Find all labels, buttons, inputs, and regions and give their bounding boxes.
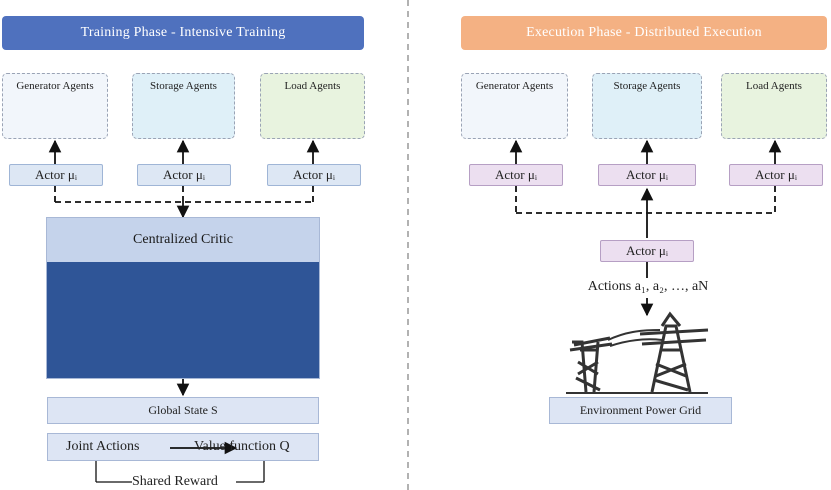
transmission-tower-icon — [566, 311, 709, 394]
shared-reward-label: Shared Reward — [132, 474, 218, 489]
load-actor: Actor μᵢ — [267, 164, 361, 186]
training-phase-title: Training Phase - Intensive Training — [2, 16, 364, 50]
load-agents-label-exec: Load Agents — [746, 80, 802, 92]
generator-agents-label-exec: Generator Agents — [475, 80, 554, 92]
global-state-box: Global State S — [47, 397, 319, 424]
joint-actions-label: Joint Actions — [66, 439, 140, 454]
storage-agents-label: Storage Agents — [150, 80, 217, 92]
load-agents-card-exec: Load Agents — [721, 73, 827, 139]
generator-agents-card: Generator Agents — [2, 73, 108, 139]
critic-title: Centralized Critic — [47, 218, 319, 262]
generator-agents-card-exec: Generator Agents — [461, 73, 568, 139]
generator-agents-label: Generator Agents — [16, 80, 94, 92]
storage-actor: Actor μᵢ — [137, 164, 231, 186]
execution-phase-title: Execution Phase - Distributed Execution — [461, 16, 827, 50]
joint-actions-box: Joint Actions Value function Q — [47, 433, 319, 461]
storage-agents-card-exec: Storage Agents — [592, 73, 702, 139]
load-agents-card: Load Agents — [260, 73, 365, 139]
central-actor-exec: Actor μᵢ — [600, 240, 694, 262]
environment-power-grid-box: Environment Power Grid — [549, 397, 732, 424]
storage-actor-exec: Actor μᵢ — [598, 164, 696, 186]
storage-agents-card: Storage Agents — [132, 73, 235, 139]
generator-actor-exec: Actor μᵢ — [469, 164, 563, 186]
value-function-label: Value function Q — [194, 439, 290, 454]
arrow-right-icon — [170, 441, 238, 455]
generator-actor: Actor μᵢ — [9, 164, 103, 186]
load-actor-exec: Actor μᵢ — [729, 164, 823, 186]
storage-agents-label-exec: Storage Agents — [613, 80, 681, 92]
actions-label: Actions a₁, a₂, …, aN — [560, 279, 736, 295]
load-agents-label: Load Agents — [284, 80, 341, 92]
centralized-critic-panel: Centralized Critic — [47, 218, 319, 378]
